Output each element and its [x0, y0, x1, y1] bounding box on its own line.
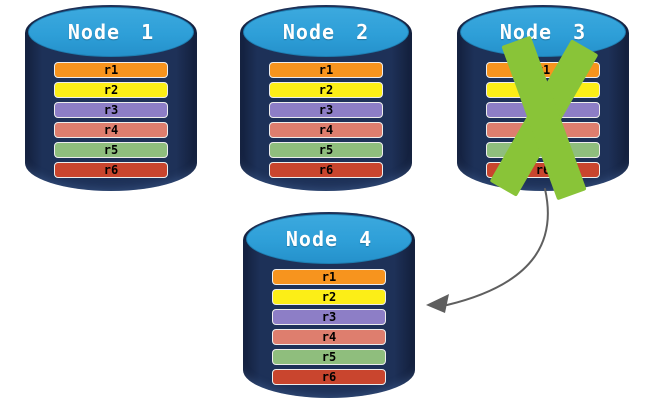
node-2-cylinder-top: Node 2	[243, 7, 409, 57]
node-4-label: Node 4	[285, 227, 373, 251]
replica-bar-r6: r6	[272, 369, 386, 385]
x-mark-icon	[483, 35, 605, 201]
replica-bar-r2: r2	[272, 289, 386, 305]
node-3-cylinder: Node 3 r1 r2 r3 r4 r5 r6	[457, 5, 629, 201]
node-1-replica-list: r1 r2 r3 r4 r5 r6	[54, 62, 168, 178]
node-4-replica-list: r1 r2 r3 r4 r5 r6	[272, 269, 386, 385]
node-3-cylinder-top: Node 3	[460, 7, 626, 57]
replica-bar-r2: r2	[54, 82, 168, 98]
replica-bar-r3: r3	[269, 102, 383, 118]
failover-arrowhead-icon	[426, 294, 449, 313]
node-1-cylinder: Node 1 r1 r2 r3 r4 r5 r6	[25, 5, 197, 191]
node-1-cylinder-top: Node 1	[28, 7, 194, 57]
node-2-replica-list: r1 r2 r3 r4 r5 r6	[269, 62, 383, 178]
replica-bar-r4: r4	[54, 122, 168, 138]
replica-bar-r1: r1	[54, 62, 168, 78]
replica-bar-r5: r5	[269, 142, 383, 158]
replica-bar-r4: r4	[269, 122, 383, 138]
node-4-cylinder: Node 4 r1 r2 r3 r4 r5 r6	[243, 212, 415, 398]
replica-bar-r6: r6	[269, 162, 383, 178]
replica-bar-r1: r1	[269, 62, 383, 78]
replica-bar-r6: r6	[54, 162, 168, 178]
node-2-cylinder: Node 2 r1 r2 r3 r4 r5 r6	[240, 5, 412, 191]
replica-bar-r1: r1	[272, 269, 386, 285]
node-2-label: Node 2	[282, 20, 370, 44]
replica-bar-r2: r2	[269, 82, 383, 98]
replica-bar-r3: r3	[54, 102, 168, 118]
node-4-cylinder-top: Node 4	[246, 214, 412, 264]
failover-arrow-line	[446, 188, 549, 306]
replica-bar-r4: r4	[272, 329, 386, 345]
replica-bar-r3: r3	[272, 309, 386, 325]
replica-bar-r5: r5	[272, 349, 386, 365]
replica-bar-r5: r5	[54, 142, 168, 158]
node-1-label: Node 1	[67, 20, 155, 44]
